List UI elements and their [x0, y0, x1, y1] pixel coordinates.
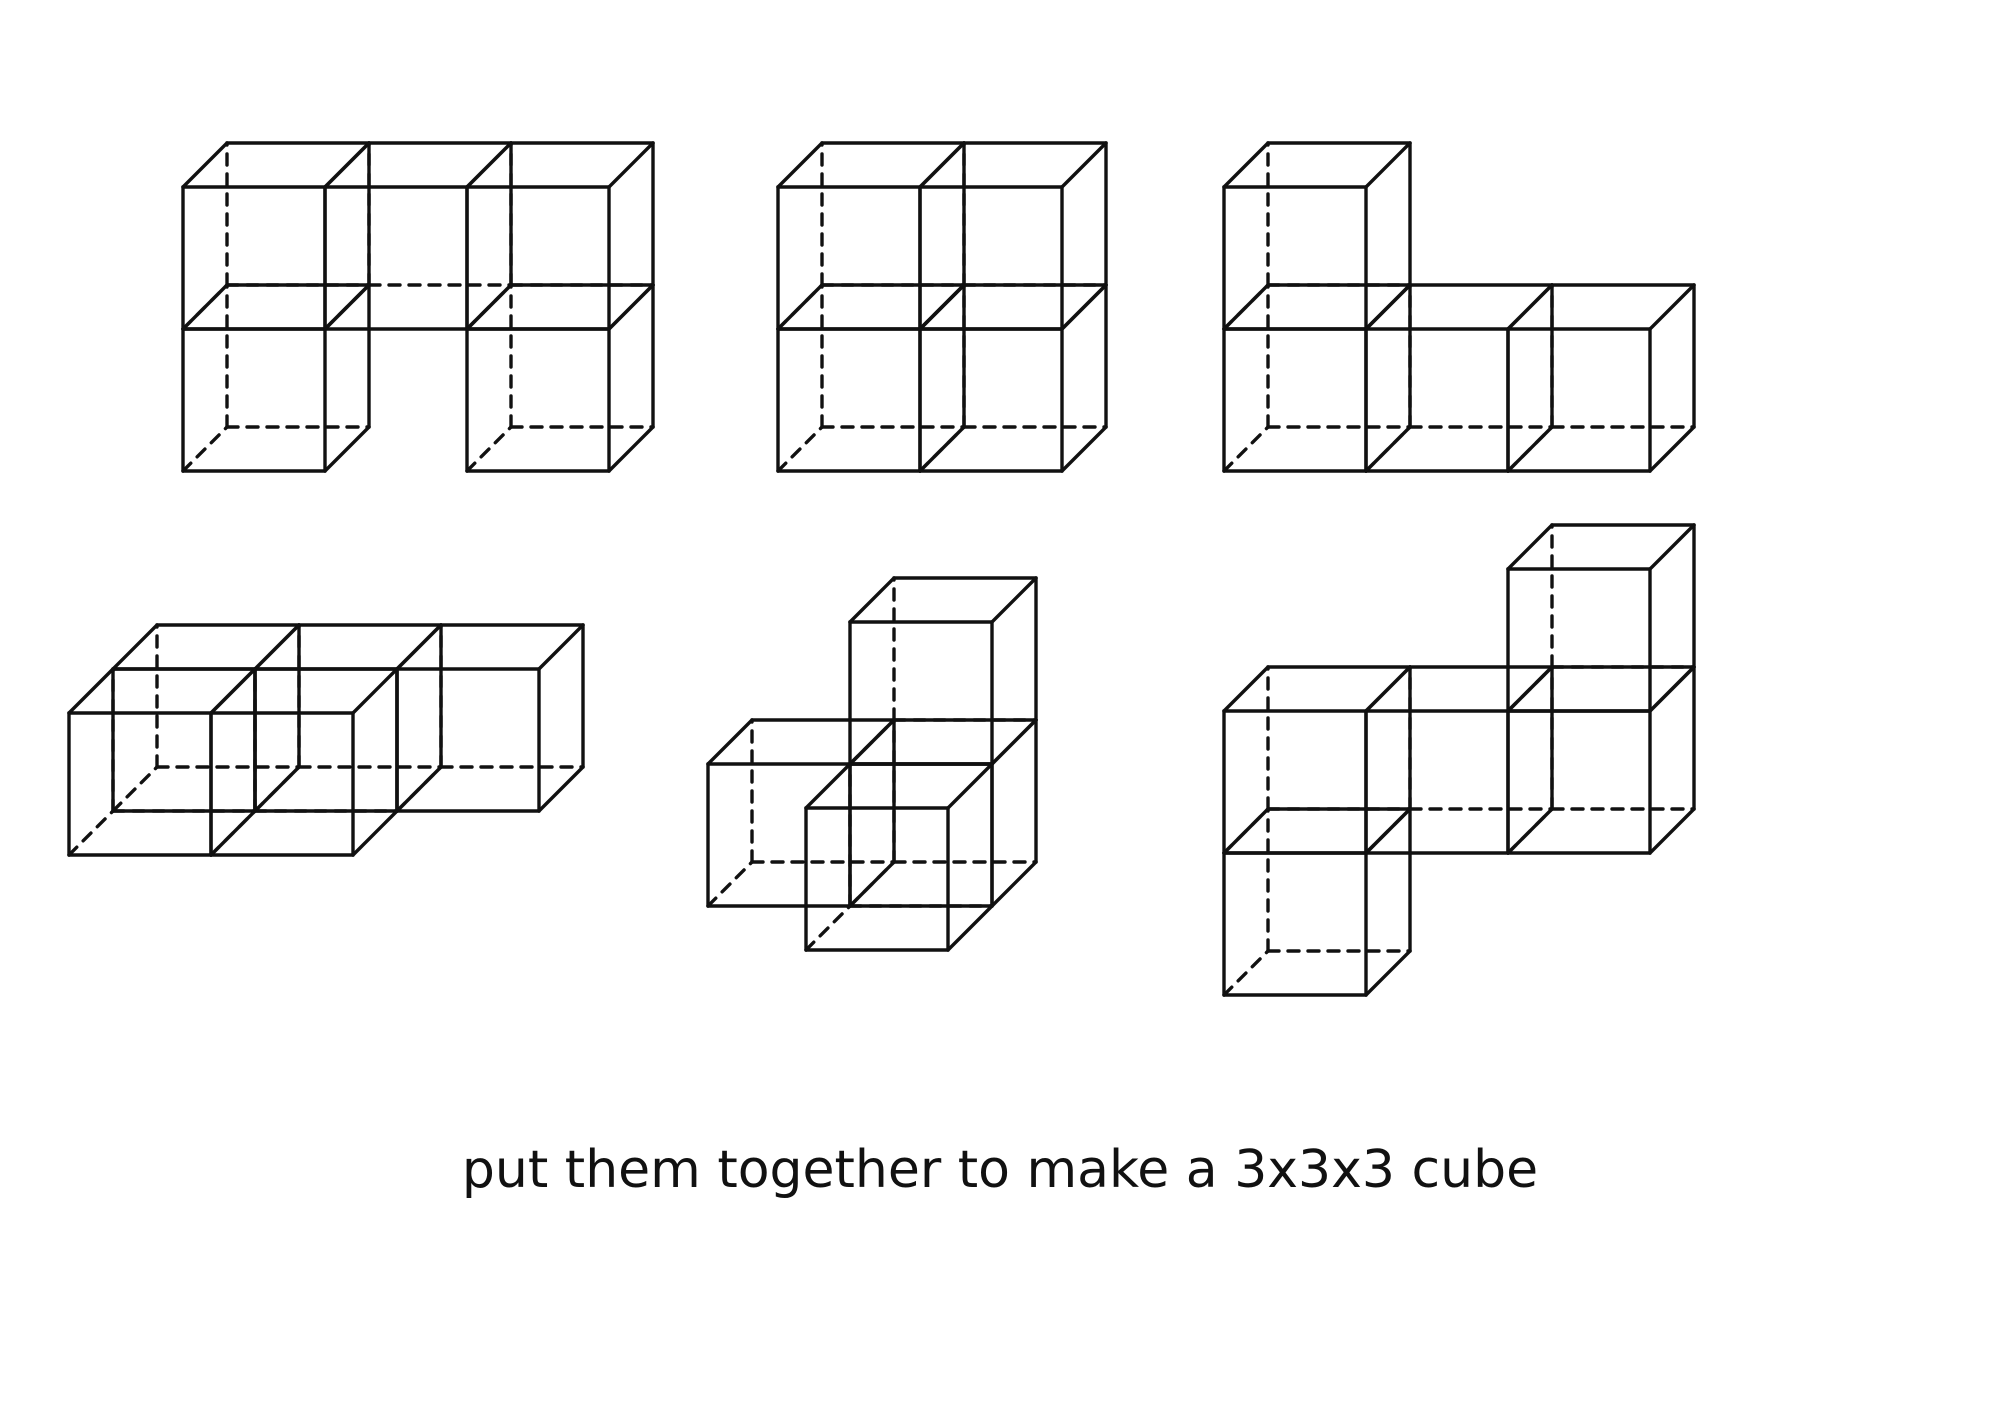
cube-edge [946, 904, 994, 952]
cube-edge [706, 718, 754, 766]
instruction-caption: put them together to make a 3x3x3 cube [461, 1140, 1539, 1200]
unit-cube [1506, 283, 1696, 473]
cube-edge [1364, 283, 1412, 331]
cube-edge [351, 809, 399, 857]
hidden-cube-edge [209, 809, 257, 857]
hidden-cube-edge [1222, 283, 1270, 331]
unit-cube [209, 667, 399, 857]
cube-edge [607, 283, 655, 331]
puzzle-piece-6 [1222, 523, 1696, 997]
cube-edge [607, 425, 655, 473]
cube-edge [323, 425, 371, 473]
cube-edge [848, 576, 896, 624]
cube-edge [1648, 283, 1696, 331]
cube-edge [990, 718, 1038, 766]
hidden-cube-edge [848, 860, 896, 908]
cube-edge [181, 141, 229, 189]
hidden-cube-edge [181, 425, 229, 473]
hidden-cube-edge [706, 860, 754, 908]
hidden-cube-edge [1222, 807, 1270, 855]
unit-cube [804, 762, 994, 952]
cube-edge [465, 283, 513, 331]
cube-edge [776, 141, 824, 189]
unit-cube [918, 141, 1108, 331]
hidden-cube-edge [465, 425, 513, 473]
cube-edge [990, 576, 1038, 624]
unit-cube [1222, 141, 1412, 331]
hidden-cube-edge [1506, 425, 1554, 473]
cube-edge [990, 860, 1038, 908]
hidden-cube-edge [111, 765, 159, 813]
cube-edge [537, 765, 585, 813]
hidden-cube-edge [1506, 665, 1554, 713]
hidden-cube-edge [1506, 807, 1554, 855]
hidden-cube-edge [181, 283, 229, 331]
cube-edge [465, 141, 513, 189]
unit-cube [395, 623, 585, 813]
puzzle-piece-1 [181, 141, 655, 473]
hidden-cube-edge [848, 718, 896, 766]
cube-edge [607, 141, 655, 189]
hidden-cube-edge [1364, 807, 1412, 855]
cube-edge [1506, 283, 1554, 331]
cube-edge [1364, 665, 1412, 713]
cube-edge [1060, 283, 1108, 331]
cube-edge [323, 141, 371, 189]
puzzle-piece-3 [1222, 141, 1696, 473]
cube-edge [1060, 141, 1108, 189]
puzzle-piece-5 [706, 576, 1038, 952]
unit-cube [1506, 523, 1696, 713]
cube-edge [1364, 141, 1412, 189]
cube-edge [1222, 665, 1270, 713]
cube-edge [537, 623, 585, 671]
unit-cube [848, 576, 1038, 766]
cube-edge [804, 762, 852, 810]
cube-edge [1364, 949, 1412, 997]
cube-edge [67, 667, 115, 715]
hidden-cube-edge [395, 765, 443, 813]
hidden-cube-edge [67, 809, 115, 857]
hidden-cube-edge [804, 904, 852, 952]
cube-edge [1222, 141, 1270, 189]
unit-cube [323, 141, 513, 331]
cube-edge [1648, 807, 1696, 855]
cube-edge [209, 667, 257, 715]
hidden-cube-edge [918, 283, 966, 331]
hidden-cube-edge [1222, 949, 1270, 997]
cube-edge [1060, 425, 1108, 473]
puzzle-piece-4 [67, 623, 585, 857]
puzzle-piece-2 [776, 141, 1108, 473]
hidden-cube-edge [323, 283, 371, 331]
cube-edge [946, 762, 994, 810]
hidden-cube-edge [253, 765, 301, 813]
cube-edge [253, 623, 301, 671]
cube-edge [1506, 523, 1554, 571]
hidden-cube-edge [1364, 425, 1412, 473]
hidden-cube-edge [776, 425, 824, 473]
cube-edge [111, 623, 159, 671]
cube-edge [918, 141, 966, 189]
cube-edge [351, 667, 399, 715]
cube-edge [1648, 665, 1696, 713]
cube-edge [1648, 425, 1696, 473]
cube-edge [1648, 523, 1696, 571]
hidden-cube-edge [776, 283, 824, 331]
hidden-cube-edge [1222, 425, 1270, 473]
cube-edge [395, 623, 443, 671]
hidden-cube-edge [918, 425, 966, 473]
